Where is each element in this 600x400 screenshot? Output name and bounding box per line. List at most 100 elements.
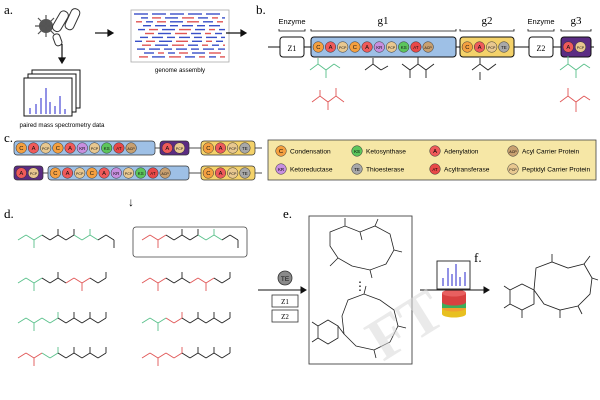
- domain-acp-circle: [125, 142, 137, 154]
- g3-label: g3: [571, 15, 583, 27]
- domain-acp-circle: [422, 41, 434, 53]
- bond-segment: [141, 317, 151, 324]
- g2-brace: [459, 29, 515, 32]
- domain-te-label: TE: [242, 146, 248, 151]
- domain-c-label: C: [56, 146, 60, 152]
- domain-a-label: A: [19, 171, 23, 177]
- bond-segment: [149, 277, 159, 284]
- domain-at-circle: [147, 167, 159, 179]
- bond-segment: [189, 277, 199, 284]
- legend-te-swatch: [351, 163, 363, 175]
- domain-a-circle: [161, 142, 173, 154]
- g3-brace: [560, 29, 592, 32]
- domain-c-label: C: [465, 45, 469, 51]
- bond-segment: [165, 234, 175, 241]
- bond-segment: [89, 352, 99, 359]
- panel-label-a: a.: [4, 2, 13, 17]
- bond-segment: [33, 277, 43, 284]
- bond-segment: [173, 277, 183, 284]
- domain-a-label: A: [165, 146, 169, 152]
- z2-gene-box: [528, 36, 554, 58]
- domain-pcp-circle: [74, 167, 86, 179]
- domain-c-label: C: [206, 171, 210, 177]
- bond-segment: [157, 277, 167, 284]
- bond-segment: [41, 352, 51, 359]
- monomer-red-2: [559, 88, 591, 112]
- domain-kr-circle: [110, 167, 122, 179]
- bond-segment: [221, 234, 231, 241]
- bond-segment: [41, 234, 51, 241]
- spectrometry-caption: paired mass spectrometry data: [20, 122, 106, 129]
- bond-segment: [197, 317, 207, 324]
- domain-a-label: A: [219, 146, 223, 152]
- bond-segment: [41, 317, 51, 324]
- legend-c-label: Condensation: [290, 148, 331, 155]
- final-molecule: [503, 254, 599, 318]
- domain-te-circle: [239, 167, 251, 179]
- domain-pcp-circle: [337, 41, 349, 53]
- bond-segment: [17, 234, 27, 241]
- domain-c-label: C: [53, 171, 57, 177]
- z1-enzyme-label: Z1: [281, 298, 289, 306]
- te-domain-circle: [277, 270, 293, 286]
- domain-a-label: A: [102, 171, 106, 177]
- bond-segment: [57, 234, 67, 241]
- domain-pcp-label: PCP: [76, 172, 84, 176]
- domain-pcp-circle: [88, 142, 101, 154]
- domain-ks-circle: [398, 41, 410, 53]
- domain-at-circle: [410, 41, 422, 53]
- bond-segment: [221, 352, 231, 359]
- bond-segment: [189, 317, 199, 324]
- domain-a-circle: [361, 41, 373, 53]
- bond-segment: [173, 317, 183, 324]
- bond-segment: [157, 234, 167, 241]
- domain-pcp-label: PCP: [42, 147, 50, 151]
- domain-c-circle: [202, 142, 214, 154]
- bond-segment: [89, 317, 99, 324]
- enzyme-left-brace: [278, 29, 306, 32]
- bond-segment: [97, 277, 107, 284]
- domain-kr-label: KR: [79, 146, 85, 151]
- bond-segment: [81, 234, 91, 241]
- legend-acp-code: ACP: [509, 150, 517, 154]
- bond-segment: [65, 352, 75, 359]
- panel-label-d: d.: [4, 206, 14, 221]
- domain-c-circle: [86, 167, 98, 179]
- domain-a-label: A: [32, 146, 36, 152]
- bond-segment: [25, 352, 35, 359]
- bond-segment: [165, 277, 175, 284]
- domain-a-label: A: [478, 45, 482, 51]
- selected-candidate-box: [132, 226, 248, 258]
- bond-segment: [17, 352, 27, 359]
- right-arrow-icon-2: [226, 28, 248, 38]
- cyclic-product-2: [311, 285, 407, 359]
- legend-acp-swatch: [507, 145, 519, 157]
- bond-segment: [33, 317, 43, 324]
- domain-kr-circle: [373, 41, 385, 53]
- bond-segment: [89, 277, 99, 284]
- domain-pcp-label: PCP: [229, 147, 237, 151]
- bond-segment: [57, 317, 67, 324]
- domain-c-label: C: [353, 45, 357, 51]
- panel-f-arrow: [420, 286, 490, 294]
- domain-c-circle: [15, 142, 27, 154]
- bond-segment: [149, 352, 159, 359]
- bond-segment: [141, 352, 151, 359]
- legend-te-label: Thioesterase: [366, 166, 404, 173]
- domain-te-circle: [498, 41, 510, 53]
- domain-at-label: AT: [150, 171, 156, 176]
- bond-segment: [25, 277, 35, 284]
- z2-enzyme-label: Z2: [281, 313, 289, 321]
- domain-pcp-circle: [27, 167, 40, 179]
- domain-c-circle: [312, 41, 324, 53]
- domain-a-circle: [15, 167, 27, 179]
- bond-segment: [57, 352, 67, 359]
- bond-segment: [197, 352, 207, 359]
- te-domain-label: TE: [281, 276, 290, 283]
- bond-segment: [205, 234, 215, 241]
- cyclic-product-1: [329, 218, 403, 279]
- domain-kr-label: KR: [376, 45, 382, 50]
- bond-segment: [173, 234, 183, 241]
- bond-segment: [65, 277, 75, 284]
